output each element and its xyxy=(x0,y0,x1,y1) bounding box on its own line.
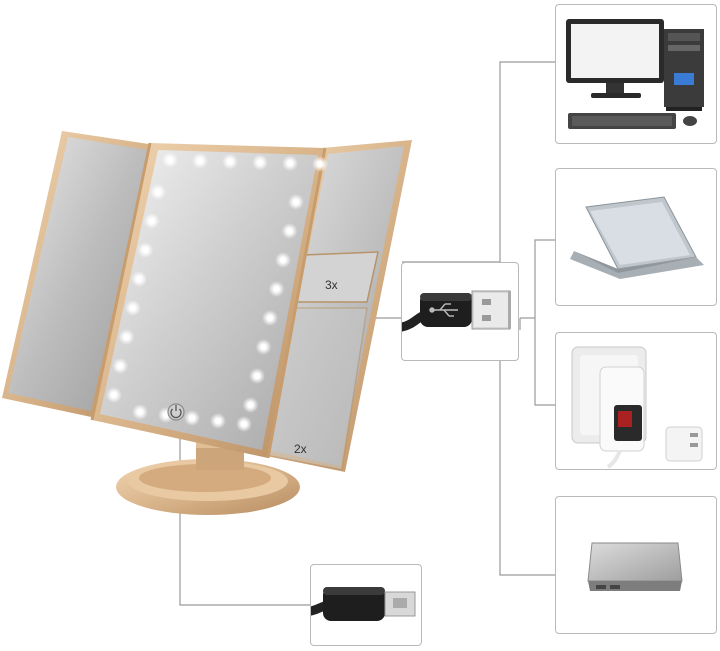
micro-usb-cable-image xyxy=(311,587,416,621)
led-light-core xyxy=(293,199,299,205)
led-lights xyxy=(105,152,328,432)
led-light-core xyxy=(280,257,286,263)
led-light-core xyxy=(287,160,293,166)
usb-wall-adapter-box xyxy=(555,332,717,470)
led-light-core xyxy=(155,189,161,195)
desktop-computer-image xyxy=(566,19,704,129)
led-light-core xyxy=(137,409,143,415)
desktop-computer-box xyxy=(555,4,717,144)
led-light-core xyxy=(111,392,117,398)
laptop-box xyxy=(555,168,717,306)
led-light-core xyxy=(167,157,173,163)
led-light-core xyxy=(241,421,247,427)
usb-wall-adapter-image xyxy=(571,346,703,469)
led-light-core xyxy=(267,315,273,321)
mirror-base xyxy=(116,440,300,515)
magnification-label-2x: 2x xyxy=(294,442,307,456)
led-light-core xyxy=(257,159,263,165)
power-bank-box xyxy=(555,496,717,634)
led-light-core xyxy=(247,402,254,408)
led-light-core xyxy=(189,415,195,421)
usb-symbol-icon xyxy=(429,303,458,317)
led-light-core xyxy=(123,334,130,340)
left-panel xyxy=(2,131,155,418)
led-light-core xyxy=(254,373,260,379)
led-light-core xyxy=(136,276,142,282)
usb-a-cable-box xyxy=(401,262,519,361)
led-light-core xyxy=(273,286,280,292)
power-touch-icon xyxy=(167,403,185,421)
led-light-core xyxy=(260,344,267,350)
power-bank-image xyxy=(587,542,683,591)
magnification-label-3x: 3x xyxy=(325,278,338,292)
led-light-core xyxy=(215,418,221,424)
led-light-core xyxy=(163,412,169,418)
led-light-core xyxy=(197,158,203,164)
usb-a-cable-image xyxy=(402,290,511,332)
laptop-image xyxy=(570,196,704,279)
led-light-core xyxy=(142,247,148,253)
led-light-core xyxy=(117,363,123,369)
led-light-core xyxy=(317,161,323,167)
led-light-core xyxy=(286,228,293,234)
micro-usb-cable-box xyxy=(310,564,422,646)
led-light-core xyxy=(149,218,155,224)
led-light-core xyxy=(227,159,233,165)
led-light-core xyxy=(130,305,136,311)
